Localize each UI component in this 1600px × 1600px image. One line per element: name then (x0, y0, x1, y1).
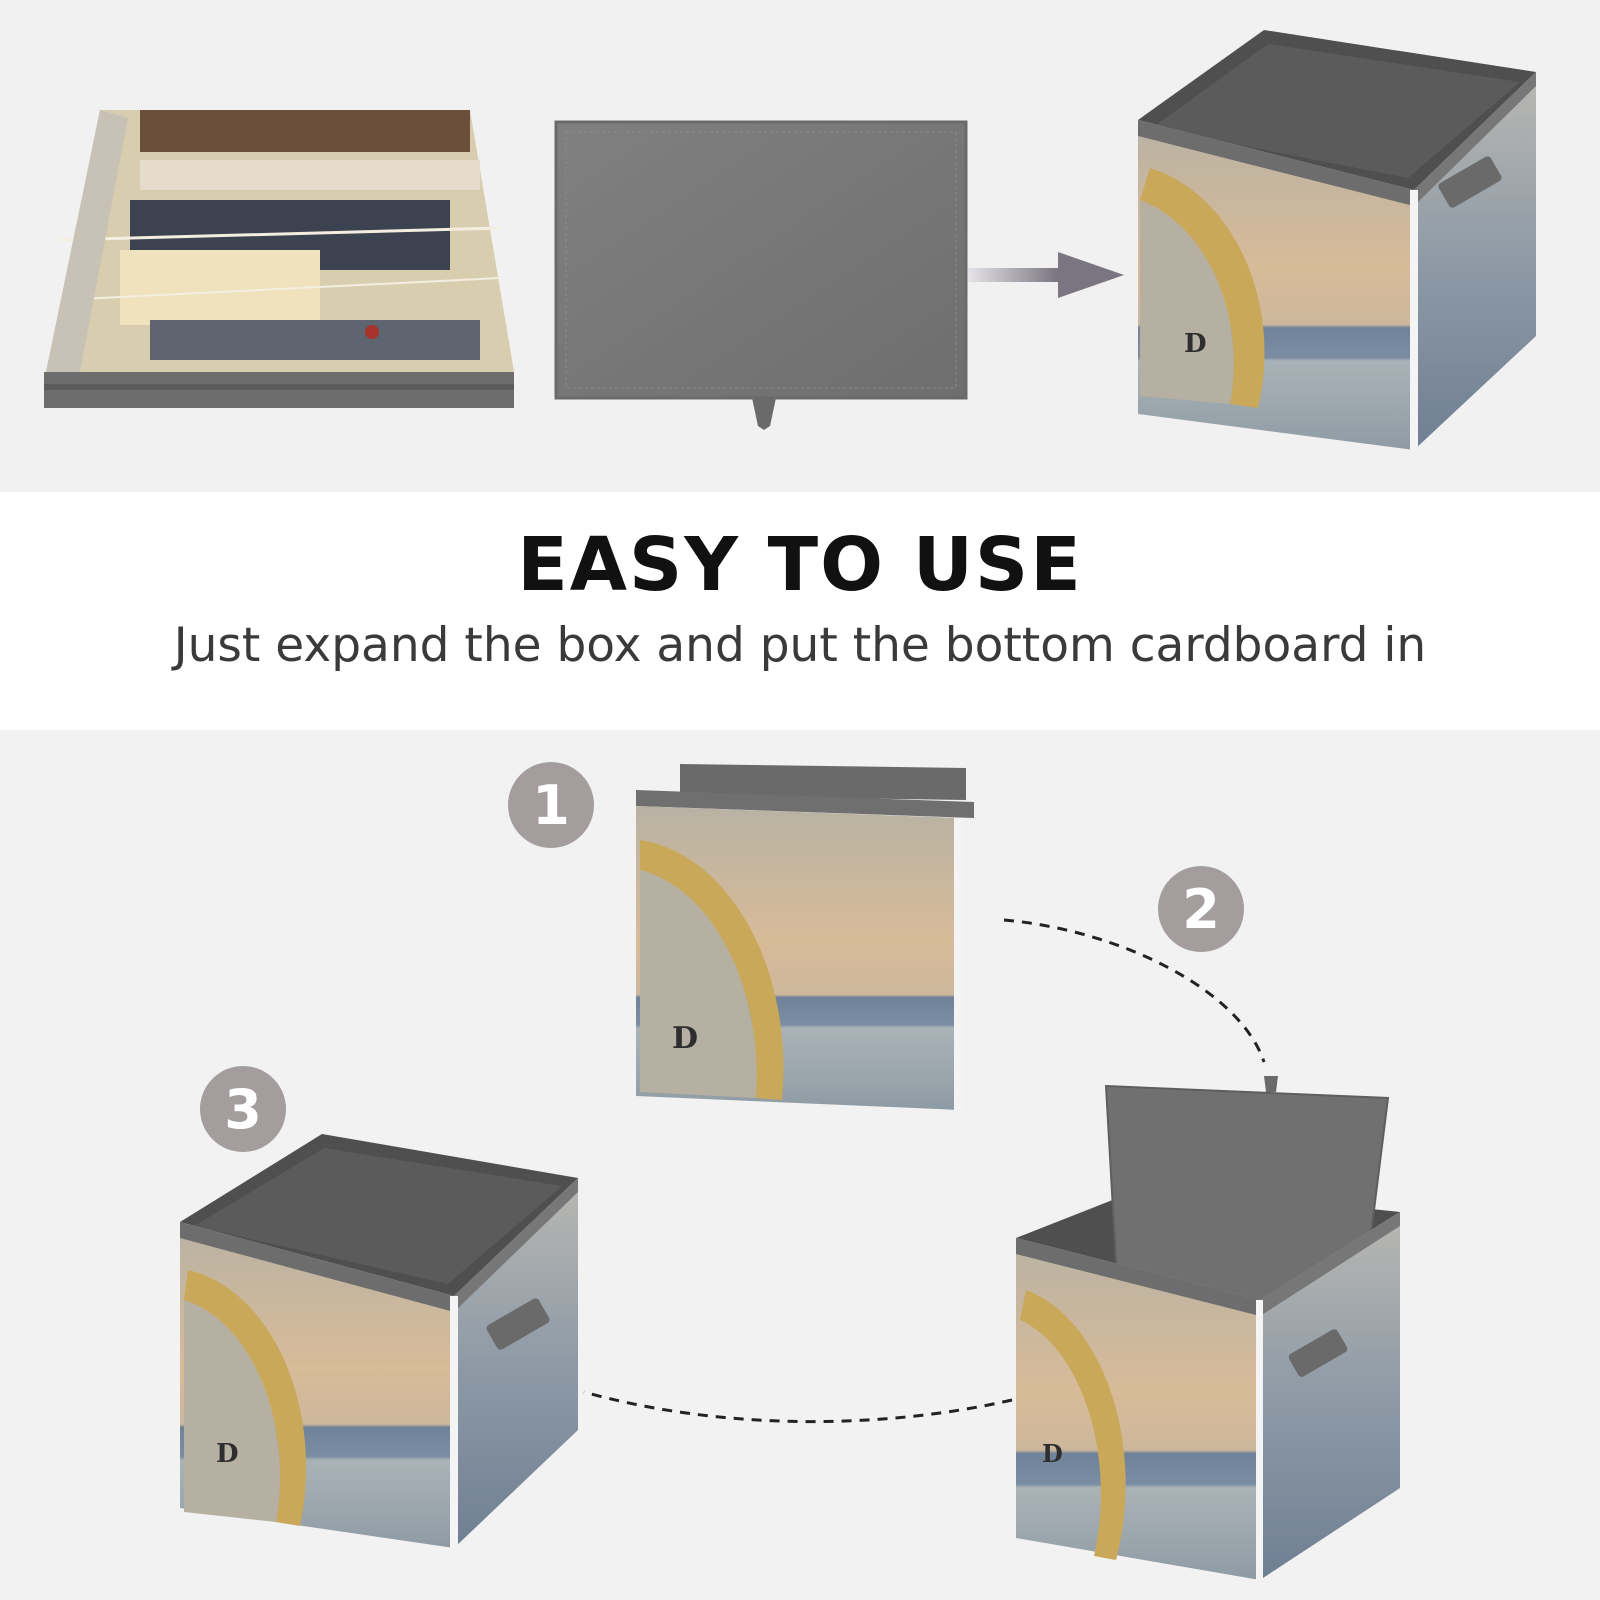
arrow-icon (968, 252, 1124, 298)
svg-text:D: D (672, 1021, 698, 1056)
step3-finished-box: D (180, 1134, 578, 1548)
step-badge-3: 3 (200, 1066, 286, 1152)
step-badge-1: 1 (508, 762, 594, 848)
page-title: EASY TO USE (517, 522, 1083, 608)
svg-text:D: D (1184, 329, 1207, 359)
step1-flattened-box: D (636, 764, 974, 1110)
folded-box (44, 110, 514, 408)
page-subtitle: Just expand the box and put the bottom c… (173, 618, 1427, 673)
svg-text:D: D (1042, 1439, 1063, 1468)
dashed-connector-1-2 (1003, 918, 1266, 1063)
dashed-connector-2-3 (583, 1390, 1013, 1424)
svg-text:D: D (216, 1439, 239, 1469)
step-badge-2: 2 (1158, 866, 1244, 952)
caption-band (0, 492, 1600, 730)
assembled-box: D (1138, 30, 1536, 450)
bottom-cardboard (554, 120, 968, 430)
step2-box-with-insert: D (1016, 1076, 1400, 1580)
